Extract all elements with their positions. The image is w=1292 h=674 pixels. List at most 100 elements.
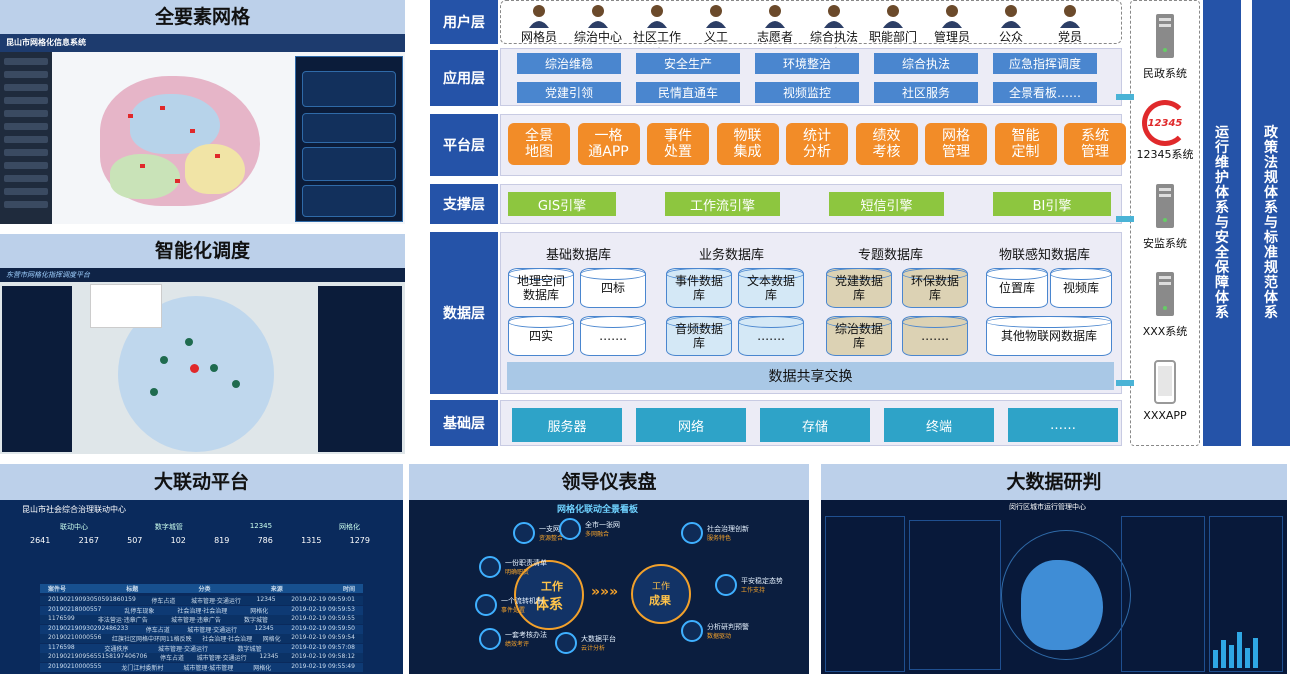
db-db_topic-2: 综治数据 库 (826, 316, 892, 356)
dashboard-node-icon[interactable] (715, 574, 737, 596)
dispatch-search-box[interactable] (90, 284, 162, 328)
linkage-cell: 社会治理·社会治理 (177, 607, 228, 615)
user-icon (1043, 0, 1097, 28)
db-label: 四实 (528, 329, 553, 343)
linkage-cell: 社会治理·社会治理 (202, 636, 253, 643)
db-db_basic-0: 地理空间 数据库 (508, 268, 574, 308)
system-12345: 12345 12345系统 (1133, 100, 1197, 162)
dashboard-node-sub: 多网融合 (585, 531, 610, 538)
dashboard-node-sub: 工作支持 (741, 587, 766, 594)
infra-1[interactable]: 网络 (636, 408, 746, 442)
platform-module-4[interactable]: 统计分析 (786, 123, 848, 165)
db-label: ……. (757, 329, 785, 343)
platform-module-7[interactable]: 智能定制 (994, 123, 1057, 165)
platform-line2: 管理 (942, 144, 970, 160)
dashboard-node-icon[interactable] (681, 522, 703, 544)
infra-2[interactable]: 存储 (760, 408, 870, 442)
linkage-cell: 城市管理·交通运行 (196, 655, 247, 662)
linkage-cell: 2019-02-19 09:59:53 (291, 605, 355, 613)
app-apps_row2-2[interactable]: 视频监控 (755, 82, 859, 103)
support-engine-0[interactable]: GIS引擎 (508, 192, 616, 216)
dashboard-node-title: 平安稳定态势 (741, 577, 783, 585)
platform-line2: 管理 (1081, 144, 1109, 160)
user-label: 职能部门 (868, 30, 917, 44)
db-label: ……. (921, 329, 949, 343)
user-label: 综治中心 (573, 30, 622, 44)
operations-security-column: 运行维护体系与安全保障体系 (1203, 0, 1241, 446)
app-apps_row1-3[interactable]: 综合执法 (874, 53, 978, 74)
platform-line2: 考核 (872, 144, 901, 160)
linkage-cell: 1176599 (48, 615, 75, 622)
linkage-cell: 乱停车现象 (124, 607, 155, 615)
infra-3[interactable]: 终端 (884, 408, 994, 442)
dashboard-node-icon[interactable] (555, 632, 577, 654)
db-db_topic-0: 党建数据 库 (826, 268, 892, 308)
platform-module-6[interactable]: 网格管理 (925, 123, 987, 165)
support-engine-3[interactable]: BI引擎 (993, 192, 1111, 216)
db-label: 环保数据 库 (910, 274, 959, 302)
dashboard-node-sub: 云计分析 (581, 645, 606, 652)
dashboard-node-icon[interactable] (479, 556, 501, 578)
app-apps_row1-1[interactable]: 安全生产 (636, 53, 740, 74)
app-apps_row2-1[interactable]: 民情直通车 (636, 82, 740, 103)
app-apps_row1-2[interactable]: 环境整治 (755, 53, 859, 74)
linkage-cell: 数字城管 (237, 645, 262, 653)
layer-data: 数据层 (430, 232, 498, 394)
linkage-cell: 12345 (256, 596, 276, 603)
platform-module-2[interactable]: 事件处置 (647, 123, 709, 165)
platform-module-1[interactable]: 一格通APP (577, 123, 640, 165)
linkage-cell: 龙门江村委新村 (121, 664, 164, 672)
app-apps_row1-0[interactable]: 综治维稳 (517, 53, 621, 74)
grid-sidebar[interactable] (0, 52, 52, 224)
support-engine-1[interactable]: 工作流引擎 (665, 192, 780, 216)
dashboard-chevrons: »»» (591, 584, 619, 600)
platform-module-3[interactable]: 物联集成 (716, 123, 779, 165)
platform-module-0[interactable]: 全景地图 (508, 123, 570, 165)
linkage-cell: 城市管理·违章广告 (170, 617, 221, 624)
dashboard-node-icon[interactable] (479, 628, 501, 650)
app-apps_row2-0[interactable]: 党建引领 (517, 82, 621, 103)
app-apps_row1-4[interactable]: 应急指挥调度 (993, 53, 1097, 74)
app-apps_row2-4[interactable]: 全景看板…… (993, 82, 1097, 103)
platform-module-8[interactable]: 系统管理 (1064, 123, 1126, 165)
dashboard-node-title: 大数据平台 (581, 635, 616, 643)
platform-module-5[interactable]: 绩效考核 (855, 123, 918, 165)
dashboard-center-left (514, 560, 584, 630)
dashboard-node-icon[interactable] (559, 518, 581, 540)
dashboard-node-title: 全市一张网 (585, 521, 620, 529)
platform-line1: 一格 (594, 128, 623, 144)
user-label: 党员 (1057, 30, 1082, 44)
platform-line1: 网格 (942, 128, 970, 144)
db-db_iot-2: 其他物联网数据库 (986, 316, 1112, 356)
infra-0[interactable]: 服务器 (512, 408, 622, 442)
linkage-cell: 网格化 (253, 664, 272, 672)
dashboard-node-icon[interactable] (681, 620, 703, 642)
db-label: 视频库 (1062, 281, 1099, 295)
dispatch-location-pin[interactable] (190, 364, 199, 373)
dashboard-node-icon[interactable] (475, 594, 497, 616)
platform-line2: 处置 (664, 144, 692, 160)
grid-app-bar (0, 34, 405, 52)
linkage-cell: 停车占道 (151, 598, 176, 605)
db-db_business-2: 音频数据 库 (666, 316, 732, 356)
dashboard-center-right (631, 564, 691, 624)
dashboard-node-title: 一份职责清单 (505, 559, 547, 567)
dashboard-node-icon[interactable] (513, 522, 535, 544)
user-icon (748, 0, 802, 28)
dashboard-panel-title: 领导仪表盘 (409, 464, 809, 500)
support-engine-2[interactable]: 短信引擎 (829, 192, 944, 216)
infra-4[interactable]: …… (1008, 408, 1118, 442)
user-8: 公众 (984, 0, 1038, 45)
safety-system: 安监系统 (1133, 182, 1197, 251)
user-icon (689, 0, 743, 28)
app-apps_row2-3[interactable]: 社区服务 (874, 82, 978, 103)
